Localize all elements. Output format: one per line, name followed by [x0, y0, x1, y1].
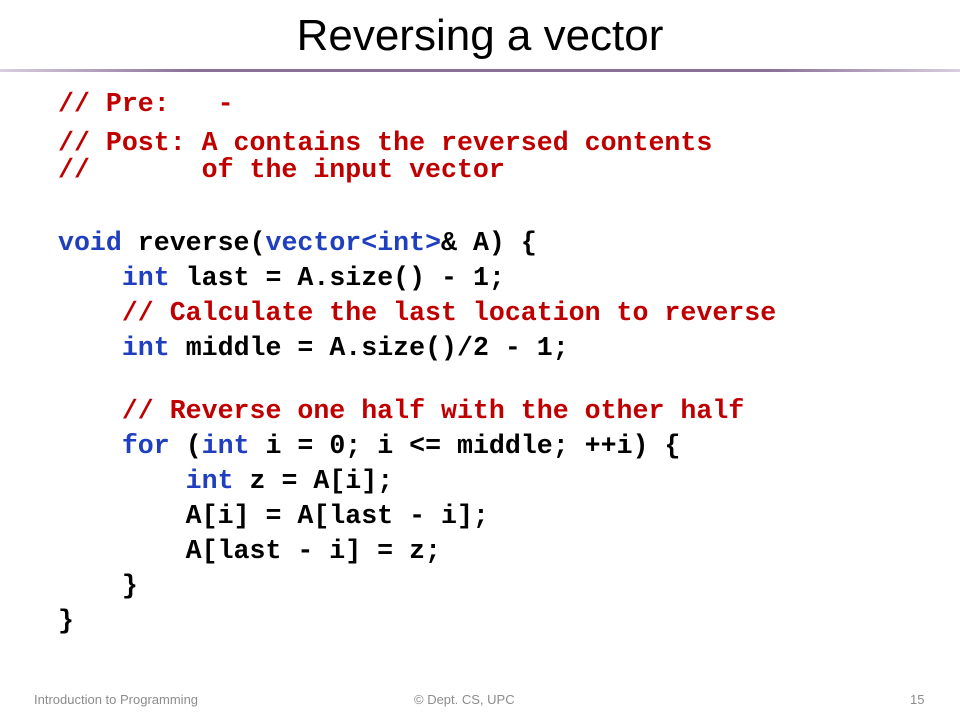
title-divider: [0, 69, 960, 72]
code-text: last = A.size() - 1;: [169, 263, 505, 293]
code-text: [58, 263, 122, 293]
code-keyword: int: [185, 466, 234, 496]
code-comment: // Reverse one half with the other half: [58, 396, 745, 426]
code-text: A[last - i] = z;: [58, 536, 442, 566]
code-text: A[i] = A[last - i];: [58, 501, 489, 531]
code-line: void reverse(vector<int>& A) {: [58, 227, 537, 259]
code-text: i = 0; i <= middle; ++i) {: [249, 431, 681, 461]
code-line: int z = A[i];: [58, 465, 393, 497]
code-text: }: [58, 571, 138, 601]
code-text: reverse(: [121, 228, 266, 258]
code-keyword: int: [121, 333, 170, 363]
code-line: }: [58, 605, 74, 637]
code-text: & A) {: [441, 228, 537, 258]
code-text: (: [169, 431, 202, 461]
code-line: int last = A.size() - 1;: [58, 262, 505, 294]
code-comment: // of the input vector: [58, 155, 505, 185]
code-text: }: [58, 606, 74, 636]
code-text: [58, 333, 122, 363]
code-line: A[last - i] = z;: [58, 535, 441, 567]
code-line: int middle = A.size()/2 - 1;: [58, 332, 569, 364]
footer-copyright: © Dept. CS, UPC: [414, 692, 515, 707]
code-line: }: [58, 570, 138, 602]
code-text: [58, 431, 122, 461]
slide-title: Reversing a vector: [296, 11, 664, 60]
code-line: for (int i = 0; i <= middle; ++i) {: [58, 430, 681, 462]
code-comment: // Calculate the last location to revers…: [58, 298, 777, 328]
code-text: z = A[i];: [233, 466, 394, 496]
code-keyword: int: [121, 263, 170, 293]
code-keyword: vector<int>: [265, 228, 442, 258]
code-keyword: int: [201, 431, 250, 461]
code-line: // Post: A contains the reversed content…: [58, 127, 712, 159]
code-keyword: void: [58, 228, 122, 258]
code-comment: // Post: A contains the reversed content…: [58, 128, 713, 158]
code-line: A[i] = A[last - i];: [58, 500, 489, 532]
code-comment: // Pre: -: [58, 89, 234, 119]
code-keyword: for: [121, 431, 170, 461]
code-line: // Reverse one half with the other half: [58, 395, 744, 427]
code-line: // Calculate the last location to revers…: [58, 297, 776, 329]
footer-page-number: 15: [910, 692, 925, 707]
code-line: // of the input vector: [58, 154, 505, 186]
code-text: middle = A.size()/2 - 1;: [169, 333, 569, 363]
code-line: // Pre: -: [58, 88, 234, 120]
footer-course: Introduction to Programming: [34, 692, 199, 707]
code-text: [58, 466, 186, 496]
